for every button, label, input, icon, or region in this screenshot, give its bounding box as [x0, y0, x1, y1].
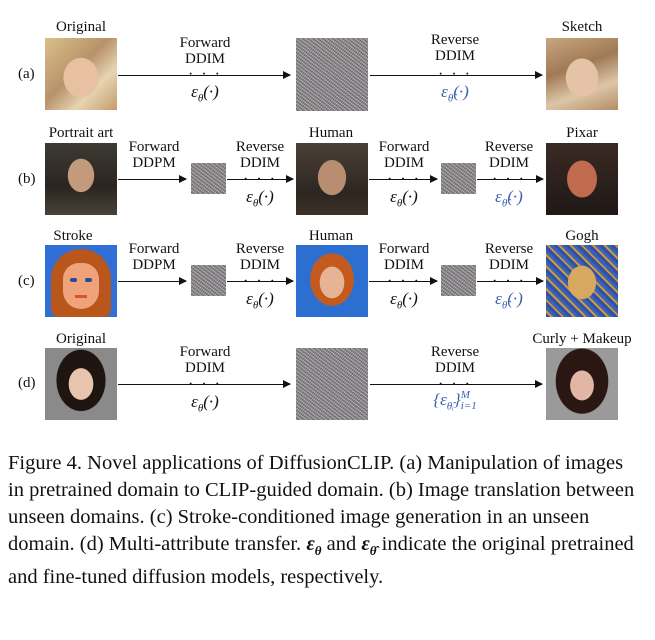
- step-c1-line2: DDPM: [132, 257, 176, 273]
- caption-and: and: [326, 533, 357, 555]
- dots-d1: · · ·: [188, 376, 222, 393]
- step-b4-line2: DDIM: [489, 155, 529, 171]
- title-stroke: Stroke: [53, 228, 93, 244]
- title-gogh: Gogh: [565, 228, 599, 244]
- image-original-blonde-woman: [45, 38, 117, 110]
- title-human-c: Human: [308, 228, 354, 244]
- caption-main: Figure 4. Novel applications of Diffusio…: [8, 452, 635, 555]
- title-pixar: Pixar: [566, 125, 598, 141]
- stroke-mouth: [75, 295, 87, 298]
- step-a1-line1: Forward: [179, 35, 231, 51]
- step-c3-line2: DDIM: [384, 257, 424, 273]
- epsilon-theta-hat-b4: εθ̂(·): [495, 187, 523, 210]
- title-original-a: Original: [56, 19, 106, 35]
- step-b4-line1: Reverse: [484, 139, 534, 155]
- arrow-d1: [118, 380, 291, 388]
- image-noise-b2: [441, 163, 476, 194]
- caption-eps1: ε: [306, 533, 315, 555]
- epsilon-theta-hat-c4: εθ̂(·): [495, 289, 523, 312]
- row-label-b: (b): [18, 171, 36, 187]
- image-sketch-result: [546, 38, 618, 110]
- step-d1-line1: Forward: [179, 344, 231, 360]
- image-noise-latent-d: [296, 348, 368, 420]
- epsilon-theta-b2: εθ(·): [246, 187, 274, 210]
- step-a2-line1: Reverse: [430, 32, 480, 48]
- title-human-b: Human: [308, 125, 354, 141]
- title-curly-makeup: Curly + Makeup: [532, 331, 632, 347]
- dots-b3: · · ·: [387, 171, 421, 188]
- epsilon-theta-d1: εθ(·): [191, 392, 219, 415]
- step-a2-line2: DDIM: [435, 48, 475, 64]
- caption-eps2: ε: [361, 533, 370, 555]
- step-b2-line2: DDIM: [240, 155, 280, 171]
- epsilon-theta-a1: εθ(·): [191, 82, 219, 105]
- title-portrait-art: Portrait art: [48, 125, 114, 141]
- arrow-b3: [369, 175, 438, 183]
- image-noise-latent-a: [296, 38, 368, 111]
- title-sketch: Sketch: [561, 19, 603, 35]
- step-c4-line1: Reverse: [484, 241, 534, 257]
- arrow-c3: [369, 277, 438, 285]
- dots-c4: · · ·: [492, 273, 526, 290]
- arrow-b2: [227, 175, 294, 183]
- caption-eps1-sub: θ: [314, 543, 322, 559]
- image-pixar-result: [546, 143, 618, 215]
- dots-a1: · · ·: [188, 66, 222, 83]
- figure-caption: Figure 4. Novel applications of Diffusio…: [8, 450, 643, 591]
- step-b3-line2: DDIM: [384, 155, 424, 171]
- title-original-d: Original: [56, 331, 106, 347]
- epsilon-theta-c2: εθ(·): [246, 289, 274, 312]
- step-c2-line2: DDIM: [240, 257, 280, 273]
- step-c3-line1: Forward: [378, 241, 430, 257]
- figure-4-diagram: (a) Original Forward DDIM · · · εθ(·) Re…: [18, 19, 632, 420]
- step-d2-line1: Reverse: [430, 344, 480, 360]
- stroke-face: [63, 263, 99, 309]
- stroke-eye-right: [85, 278, 92, 282]
- step-d1-line2: DDIM: [185, 360, 225, 376]
- step-b1-line2: DDPM: [132, 155, 176, 171]
- row-label-a: (a): [18, 66, 35, 82]
- image-noise-c1: [191, 265, 226, 296]
- step-c2-line1: Reverse: [235, 241, 285, 257]
- step-a1-line2: DDIM: [185, 51, 225, 67]
- caption-tail: indicate the original pretrained and fin…: [8, 533, 634, 589]
- image-gogh-result: [546, 245, 618, 317]
- image-human-b: [296, 143, 368, 215]
- arrow-c4: [477, 277, 544, 285]
- dots-c2: · · ·: [243, 273, 277, 290]
- image-noise-c2: [441, 265, 476, 296]
- epsilon-theta-hat-a2: εθ̂(·): [441, 82, 469, 105]
- stroke-eye-left: [70, 278, 77, 282]
- arrow-a1: [118, 71, 291, 79]
- arrow-b1: [118, 175, 187, 183]
- caption-eps2-sub: θ̂: [369, 543, 377, 559]
- arrow-c2: [227, 277, 294, 285]
- image-original-dark-hair-woman: [45, 348, 117, 420]
- dots-a2: · · ·: [438, 66, 472, 83]
- step-b1-line1: Forward: [128, 139, 180, 155]
- dots-b2: · · ·: [243, 171, 277, 188]
- step-c4-line2: DDIM: [489, 257, 529, 273]
- image-stroke-input: [45, 245, 117, 317]
- epsilon-theta-b3: εθ(·): [390, 187, 418, 210]
- arrow-a2: [370, 71, 543, 79]
- arrow-c1: [118, 277, 187, 285]
- dots-b4: · · ·: [492, 171, 526, 188]
- arrow-b4: [477, 175, 544, 183]
- step-b2-line1: Reverse: [235, 139, 285, 155]
- row-label-d: (d): [18, 375, 36, 391]
- epsilon-theta-c3: εθ(·): [390, 289, 418, 312]
- image-noise-b1: [191, 163, 226, 194]
- image-human-c: [296, 245, 368, 317]
- step-b3-line1: Forward: [378, 139, 430, 155]
- dots-d2: · · ·: [438, 376, 472, 393]
- image-curly-makeup-result: [546, 348, 618, 420]
- row-label-c: (c): [18, 273, 35, 289]
- arrow-d2: [370, 380, 543, 388]
- image-portrait-art: [45, 143, 117, 215]
- dots-c3: · · ·: [387, 273, 421, 290]
- step-c1-line1: Forward: [128, 241, 180, 257]
- step-d2-line2: DDIM: [435, 360, 475, 376]
